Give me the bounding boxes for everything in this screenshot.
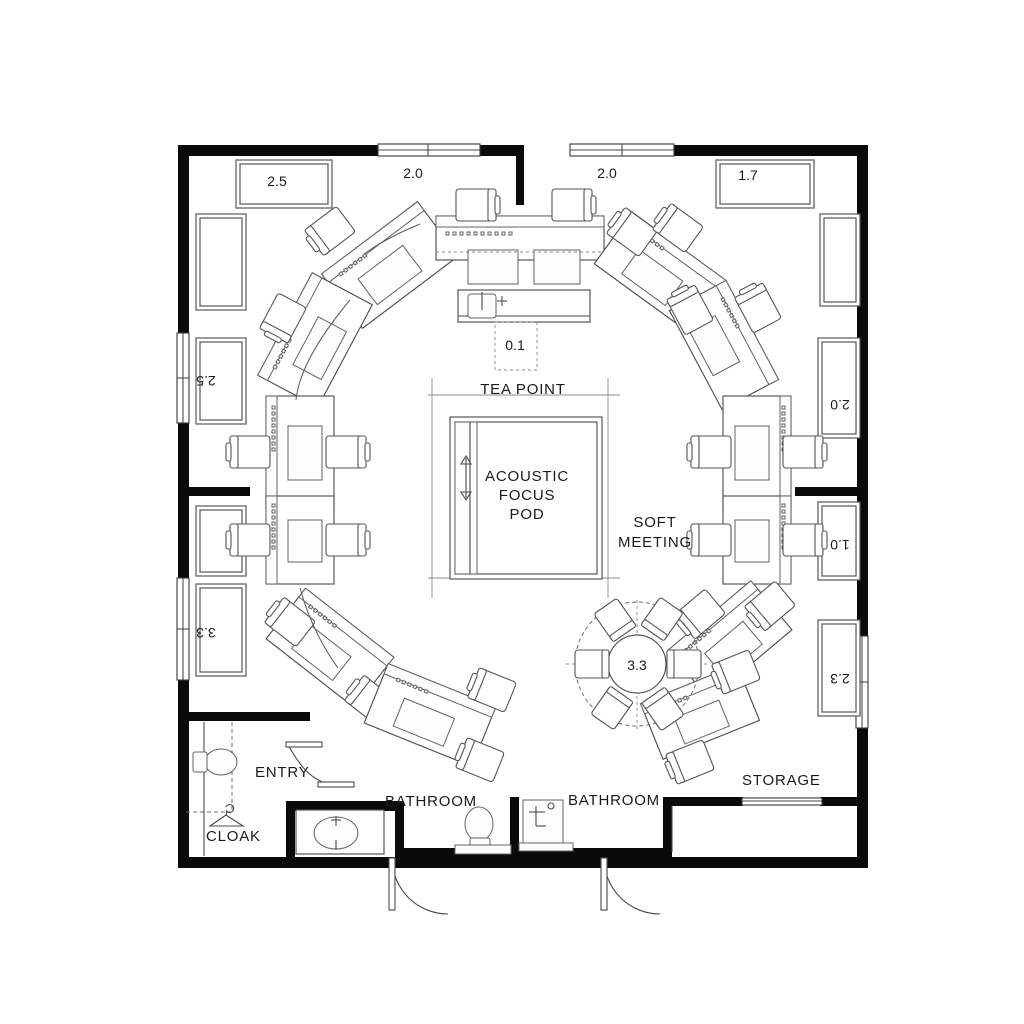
dim-right-mid: 1.0 — [830, 537, 850, 553]
label-cloak: CLOAK — [206, 828, 261, 845]
label-bathroom-right: BATHROOM — [568, 792, 660, 809]
label-bathroom-left: BATHROOM — [385, 793, 477, 810]
tea-point-counter — [457, 289, 591, 371]
soft-chair — [574, 649, 610, 679]
basin-icon — [313, 816, 359, 850]
soft-chair — [594, 598, 636, 642]
sink-icon — [467, 292, 507, 319]
entry-cloak-zone — [186, 722, 355, 856]
task-chair — [606, 207, 657, 257]
room-label-group: TEA POINT ACOUSTIC FOCUS POD SOFT MEETIN… — [206, 381, 821, 845]
task-chair — [674, 589, 725, 639]
task-chair — [325, 523, 371, 557]
label-tea-point: TEA POINT — [480, 381, 566, 398]
task-chair — [466, 667, 517, 712]
task-chair — [686, 523, 732, 557]
wc-fixture — [192, 748, 238, 776]
label-soft-meeting-2: MEETING — [618, 534, 692, 551]
label-soft-meeting-1: SOFT — [633, 514, 676, 531]
desk-cluster-unit — [265, 495, 335, 585]
window-left-upper — [176, 332, 190, 424]
task-chair — [686, 435, 732, 469]
task-chair — [259, 293, 307, 344]
dim-round-table: 3.3 — [627, 657, 647, 673]
desk-cluster-unit — [265, 395, 335, 509]
task-chair — [652, 203, 703, 253]
desk-cluster-unit — [722, 395, 792, 509]
dim-top-mid-right: 2.0 — [597, 165, 617, 181]
soft-chair — [666, 649, 702, 679]
task-chair — [264, 597, 315, 647]
dim-tea-point: 0.1 — [505, 337, 525, 353]
task-chair — [744, 581, 795, 631]
dim-left-upper: 2.5 — [196, 373, 216, 389]
bathroom-left — [388, 806, 512, 915]
task-chair — [666, 284, 714, 335]
door-swing-bathroom-right[interactable] — [600, 857, 661, 915]
perimeter-storage-units — [195, 159, 861, 717]
label-storage: STORAGE — [742, 772, 821, 789]
bathroom-right — [518, 799, 661, 915]
sink-icon-bathroom-right — [529, 802, 555, 827]
window-top-left — [377, 143, 481, 157]
desk-cluster-unit — [435, 215, 605, 285]
coat-hanger-icon — [208, 804, 245, 827]
label-acoustic-pod-1: ACOUSTIC — [485, 468, 569, 485]
task-chair — [664, 740, 715, 785]
entry-sink-unit — [295, 809, 385, 855]
radial-desk-cluster — [225, 188, 828, 785]
dim-top-left: 2.5 — [267, 173, 287, 189]
label-acoustic-pod-2: FOCUS — [499, 487, 556, 504]
soft-chair — [642, 687, 684, 731]
door-swing-bathroom-left[interactable] — [388, 857, 449, 915]
label-entry: ENTRY — [255, 764, 310, 781]
dim-right-lower: 2.3 — [830, 671, 850, 687]
sliding-door-arrow — [460, 454, 472, 502]
soft-chair — [641, 597, 683, 641]
label-acoustic-pod-3: POD — [510, 506, 545, 523]
exterior-walls — [178, 145, 868, 868]
task-chair — [710, 650, 761, 695]
task-chair — [551, 188, 597, 222]
dim-left-lower: 3.3 — [196, 625, 216, 641]
dimension-label-group: 2.5 2.0 2.0 1.7 2.5 3.3 2.0 1.0 2.3 0.1 … — [196, 165, 850, 687]
dim-top-right: 1.7 — [738, 167, 758, 183]
window-top-right — [569, 143, 675, 157]
task-chair — [782, 435, 828, 469]
soft-meeting-round-table — [566, 597, 708, 731]
task-chair — [455, 188, 501, 222]
dim-right-upper: 2.0 — [830, 397, 850, 413]
task-chair — [325, 435, 371, 469]
window-storage — [741, 797, 823, 806]
task-chair — [304, 206, 355, 256]
toilet-icon — [464, 806, 494, 852]
task-chair — [782, 523, 828, 557]
task-chair — [734, 282, 782, 333]
soft-chair — [591, 686, 633, 730]
desk-cluster-unit — [363, 662, 497, 768]
dim-top-mid-left: 2.0 — [403, 165, 423, 181]
task-chair — [454, 737, 505, 782]
task-chair — [225, 435, 271, 469]
desk-cluster-unit — [722, 495, 792, 585]
task-chair — [225, 523, 271, 557]
window-left-lower — [176, 577, 190, 681]
acoustic-focus-pod — [428, 378, 620, 598]
